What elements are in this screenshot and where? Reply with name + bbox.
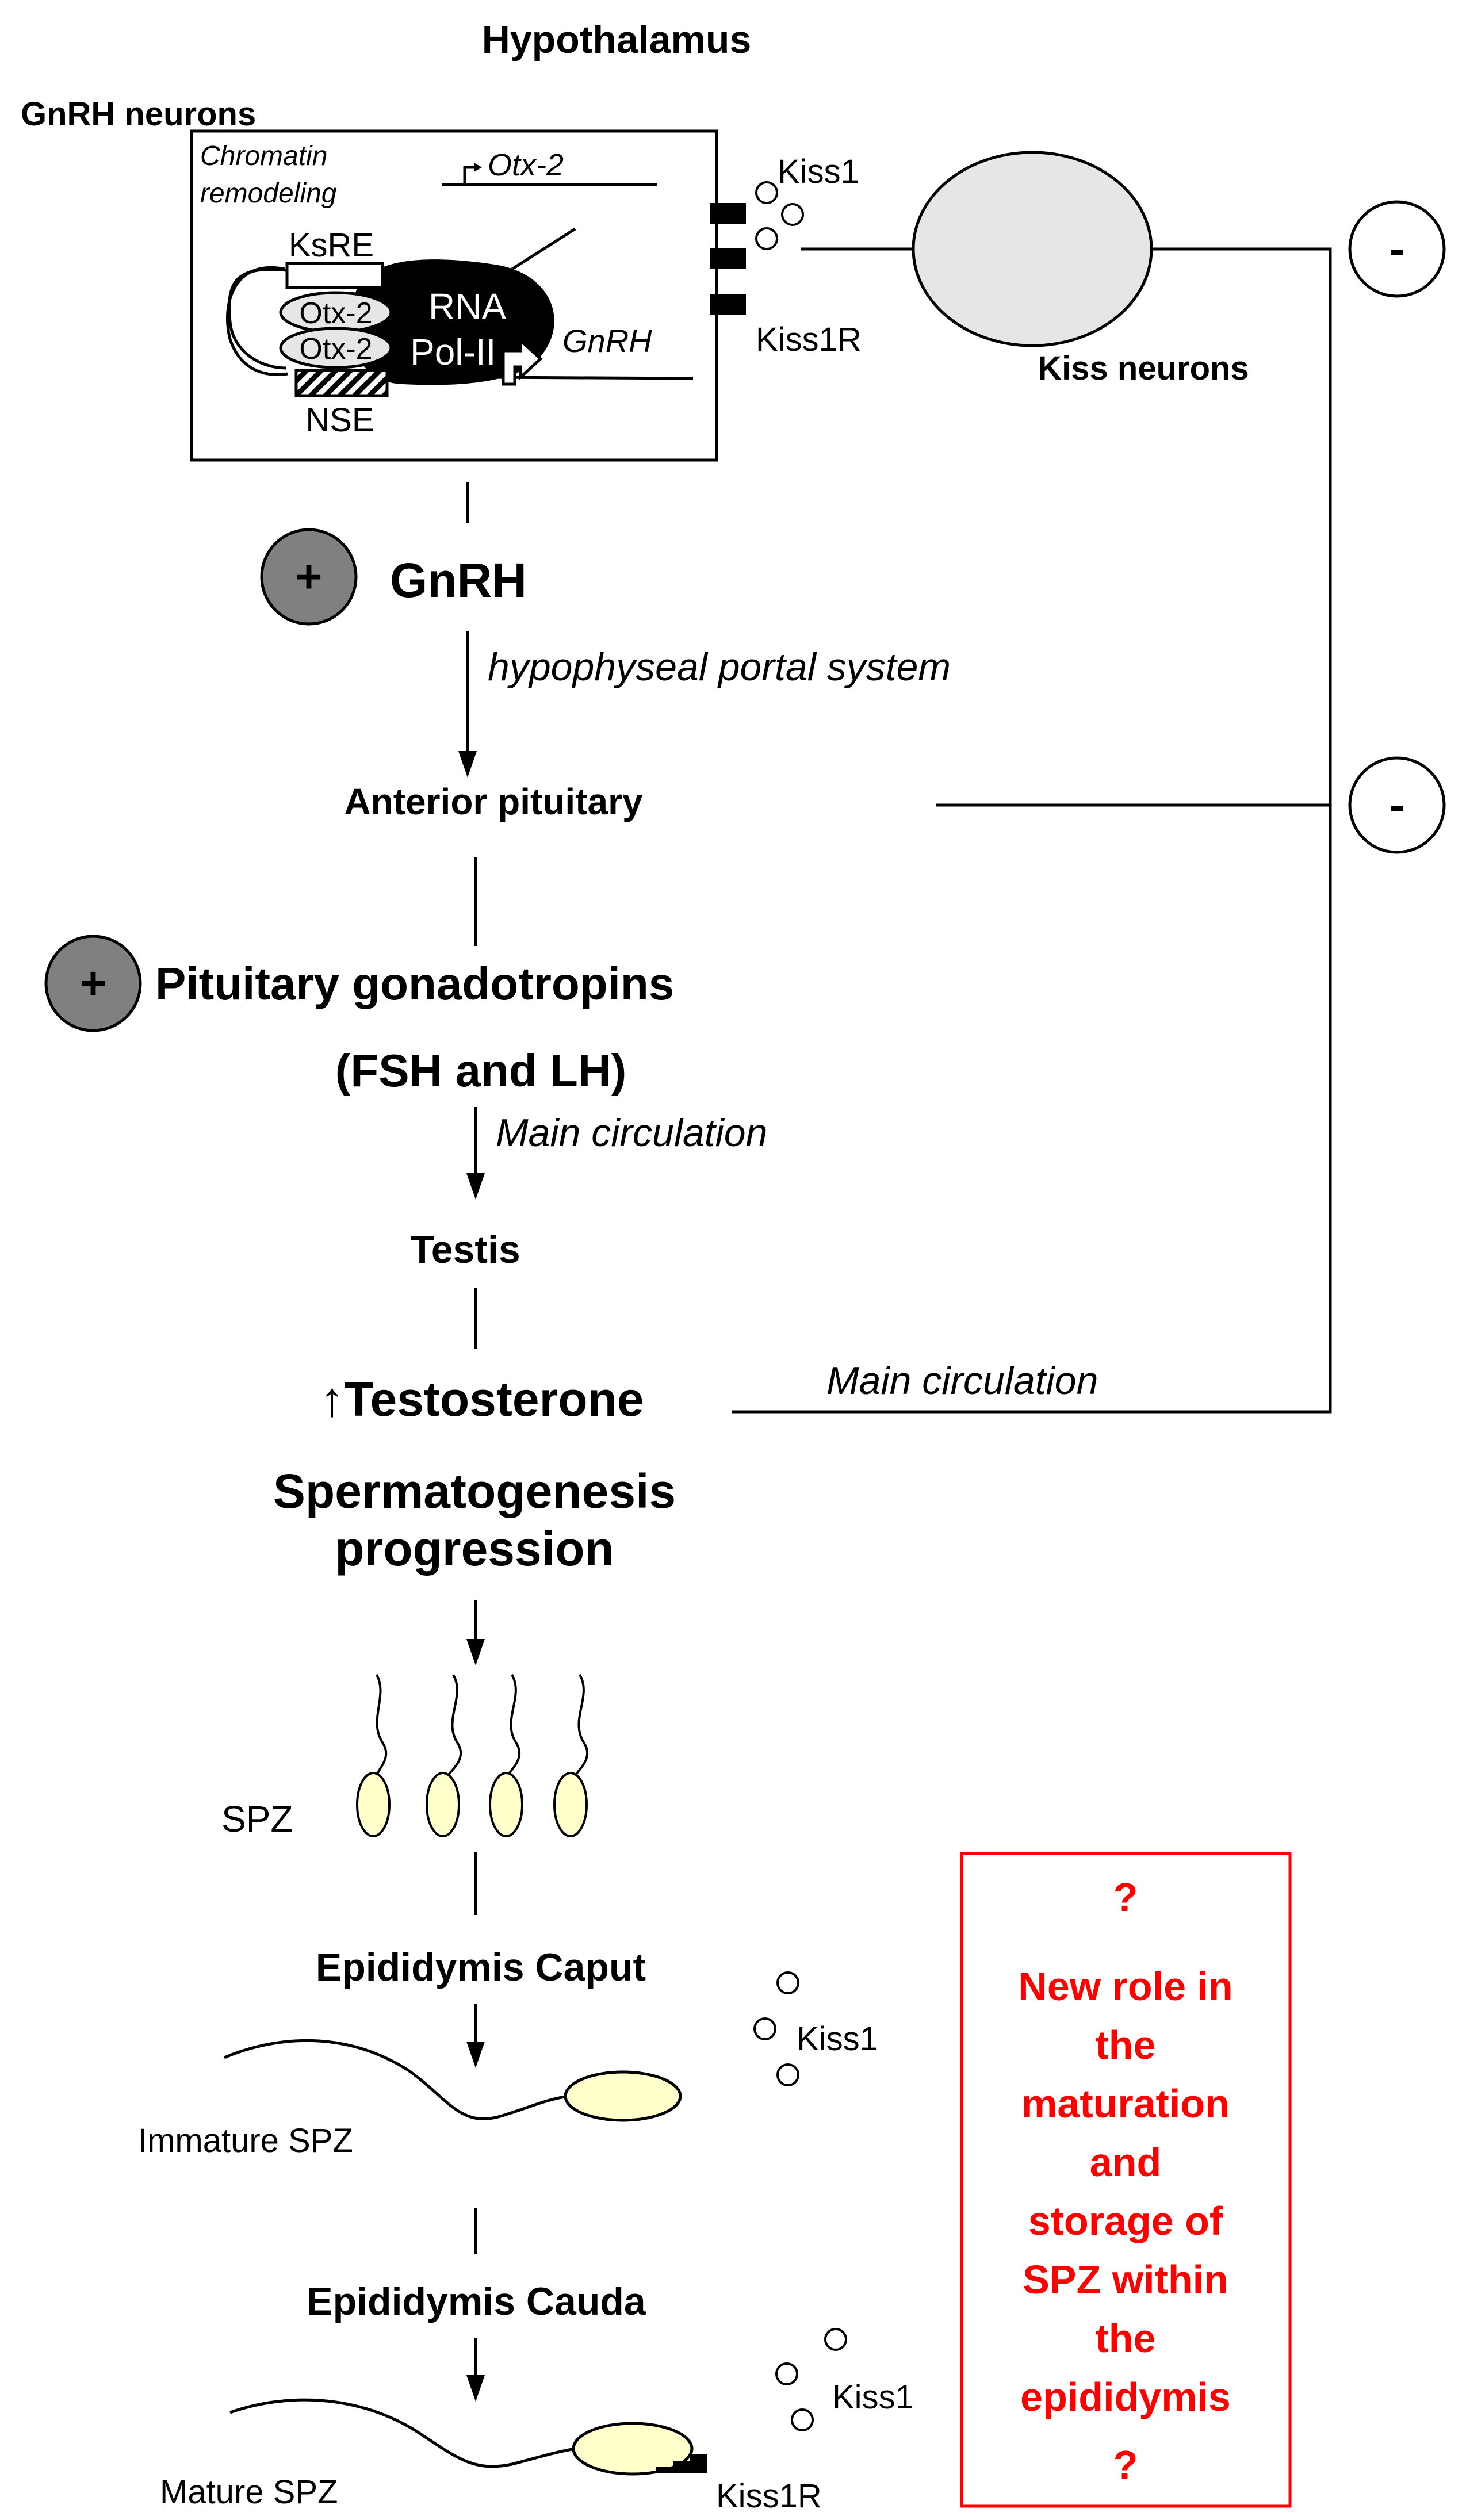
immature-spz-label: Immature SPZ — [138, 2122, 353, 2159]
dna-loop — [225, 266, 288, 376]
mature-spz-head — [572, 2422, 694, 2476]
spz-label: SPZ — [221, 1798, 293, 1840]
new-role-line-8: epididymis — [1020, 2375, 1231, 2419]
spz-tail-1 — [376, 1674, 388, 1778]
kiss1-ligand-3 — [755, 227, 778, 250]
kiss1r-spz-label: Kiss1R — [716, 2477, 822, 2515]
new-role-box — [960, 1852, 1292, 2508]
otx2-protein-1-label: Otx-2 — [299, 297, 372, 330]
otx2-promoter-arrow-icon — [463, 166, 476, 185]
new-role-line-3: maturation — [1021, 2081, 1230, 2126]
gnrh-hormone-label: GnRH — [390, 553, 527, 607]
mature-spz-tail — [229, 2398, 576, 2468]
new-role-line-1: New role in — [1018, 1964, 1232, 2009]
testis-label: Testis — [410, 1228, 520, 1272]
nse-label: NSE — [305, 401, 374, 439]
spz-head-3 — [489, 1772, 523, 1837]
kiss1-caput-ligand-3 — [776, 2063, 799, 2086]
kiss1-caput-label: Kiss1 — [797, 2020, 878, 2058]
kiss1-ligand-1 — [755, 181, 778, 204]
spz-cells — [356, 1674, 589, 1837]
spz-head-4 — [553, 1772, 588, 1837]
new-role-question-bottom: ? — [1113, 2442, 1138, 2487]
plus-sign-gonadotropins: + — [80, 958, 107, 1009]
gonadotropins-line2: (FSH and LH) — [335, 1045, 627, 1096]
kiss1-cauda-ligand-3 — [791, 2408, 814, 2431]
epididymis-caput-label: Epididymis Caput — [316, 1945, 646, 1989]
new-role-question-top: ? — [1113, 1875, 1138, 1920]
gnrh-transcription-arrow-icon — [502, 337, 543, 386]
new-role-line-4: and — [1090, 2140, 1161, 2185]
spz-head-1 — [356, 1772, 391, 1837]
negative-feedback-line — [732, 247, 1332, 1414]
otx2-protein-2-label: Otx-2 — [299, 332, 372, 366]
arrowhead-gonadotropins-to-testis — [466, 1173, 485, 1200]
kiss1-cauda-ligand-1 — [824, 2328, 847, 2351]
arrowhead-spermatogenesis-to-spz — [466, 1639, 485, 1665]
main-circulation-label-1: Main circulation — [496, 1111, 767, 1155]
otx2-promoter-arrowhead-icon — [474, 163, 482, 172]
kiss1-caput-ligand-2 — [753, 2017, 776, 2040]
new-role-text: New role in the maturation and storage o… — [1018, 1964, 1232, 2419]
kiss-neuron-cell — [912, 151, 1153, 347]
kiss1-label-hypothalamus: Kiss1 — [778, 153, 859, 190]
kiss1r-receptor-1 — [710, 203, 746, 224]
otx2-gene-label: Otx-2 — [488, 148, 564, 182]
new-role-line-7: the — [1096, 2316, 1156, 2361]
positive-circle-gonadotropins — [44, 935, 142, 1032]
gnrh-neurons-label: GnRH neurons — [21, 95, 256, 133]
kiss1-ligand-2 — [781, 203, 804, 226]
immature-spz-tail — [224, 2039, 570, 2120]
minus-sign-top: - — [1390, 223, 1405, 274]
chromatin-label-line2: remodeling — [200, 178, 337, 209]
ksre-element — [285, 262, 384, 289]
anterior-pituitary-label: Anterior pituitary — [344, 781, 643, 822]
plus-sign-gnrh: + — [296, 551, 323, 602]
negative-feedback-circle-top — [1348, 200, 1446, 298]
positive-circle-gnrh — [260, 528, 358, 626]
kiss1r-label-hypothalamus: Kiss1R — [756, 321, 862, 358]
arrowhead-caput — [466, 2042, 485, 2068]
spz-tail-2 — [446, 1674, 462, 1778]
epididymis-cauda-label: Epididymis Cauda — [307, 2280, 646, 2323]
kiss-neurons-label: Kiss neurons — [1038, 350, 1249, 387]
spz-tail-3 — [507, 1674, 521, 1778]
portal-system-label: hypophyseal portal system — [488, 645, 951, 689]
arrowhead-gnrh-to-pituitary — [458, 751, 477, 778]
testosterone-label: ↑Testosterone — [320, 1372, 644, 1426]
spermatogenesis-line2: progression — [335, 1522, 614, 1576]
ksre-label: KsRE — [289, 227, 374, 264]
new-role-line-6: SPZ within — [1023, 2257, 1228, 2302]
gnrh-gene-label: GnRH — [562, 323, 652, 359]
gonadotropins-line1: Pituitary gonadotropins — [155, 958, 674, 1009]
spermatogenesis-line1: Spermatogenesis — [273, 1464, 676, 1518]
hypothalamus-title: Hypothalamus — [482, 18, 752, 62]
main-circulation-label-2: Main circulation — [826, 1359, 1098, 1403]
kiss1r-receptor-3 — [710, 294, 746, 315]
spz-tail-4 — [574, 1674, 589, 1778]
rna-label: RNA — [428, 286, 506, 327]
mature-spz-label: Mature SPZ — [160, 2473, 338, 2511]
spz-head-2 — [426, 1772, 460, 1837]
kiss1r-on-spz — [656, 2454, 707, 2473]
negative-feedback-circle-middle — [1348, 756, 1446, 854]
new-role-line-2: the — [1096, 2023, 1156, 2067]
kiss1-cauda-ligand-2 — [775, 2362, 798, 2385]
immature-spz-head — [564, 2070, 682, 2122]
new-role-line-5: storage of — [1028, 2199, 1223, 2243]
kiss1r-receptor-2 — [710, 248, 746, 269]
arrowhead-cauda — [466, 2375, 485, 2402]
kiss1-cauda-label: Kiss1 — [832, 2379, 914, 2416]
nse-element — [294, 369, 389, 397]
kiss1-caput-ligand-1 — [776, 1971, 799, 1994]
pol-ii-label: Pol-II — [410, 331, 496, 373]
minus-sign-middle: - — [1390, 779, 1405, 830]
chromatin-label-line1: Chromatin — [200, 141, 327, 171]
otx2-protein-2 — [279, 327, 393, 369]
